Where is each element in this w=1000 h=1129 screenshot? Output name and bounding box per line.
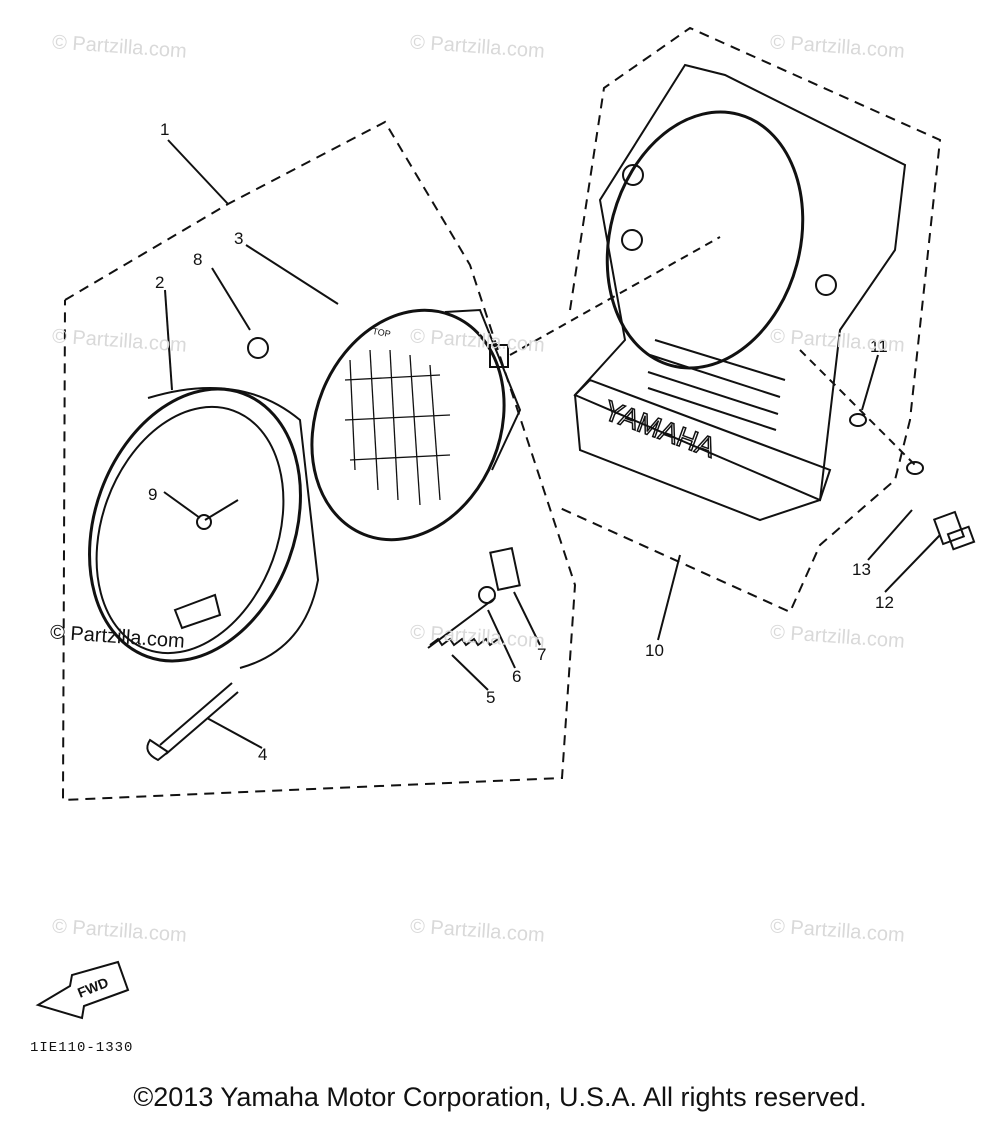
callout-5: 5	[486, 688, 495, 707]
assembly-boundary	[61, 120, 577, 802]
callout-13: 13	[852, 560, 871, 579]
grommet-11	[849, 413, 867, 427]
screw-8	[247, 337, 269, 359]
callout-11: 11	[870, 337, 888, 356]
fwd-label: FWD	[75, 974, 111, 1001]
callout-2: 2	[155, 273, 164, 292]
bolt-12	[932, 510, 976, 551]
callout-7: 7	[537, 645, 546, 664]
callout-10: 10	[645, 641, 664, 660]
callout-9: 9	[148, 485, 157, 504]
fwd-arrow	[35, 960, 130, 1020]
callout-4: 4	[258, 745, 267, 764]
callout-3: 3	[234, 229, 243, 248]
copyright-notice: ©2013 Yamaha Motor Corporation, U.S.A. A…	[133, 1082, 867, 1112]
callout-8: 8	[193, 250, 202, 269]
lens-top-label: TOP	[372, 326, 392, 339]
washer-13	[906, 461, 924, 475]
callout-1: 1	[160, 120, 169, 139]
cover-boundary	[559, 26, 942, 614]
nut-6	[478, 586, 496, 604]
bolt-4	[146, 682, 239, 762]
callout-12: 12	[875, 593, 894, 612]
headlight-cover	[573, 63, 907, 522]
clip-7	[489, 546, 521, 592]
headlight-lens-unit	[310, 308, 522, 542]
spring-5	[427, 597, 499, 649]
callout-6: 6	[512, 667, 521, 686]
callout-numbers: 1 2 3 4 5 6 7 8 9 10 11 12 13	[148, 120, 894, 764]
headlight-rim	[88, 387, 320, 669]
diagram-code: 1IE110-1330	[30, 1040, 134, 1056]
